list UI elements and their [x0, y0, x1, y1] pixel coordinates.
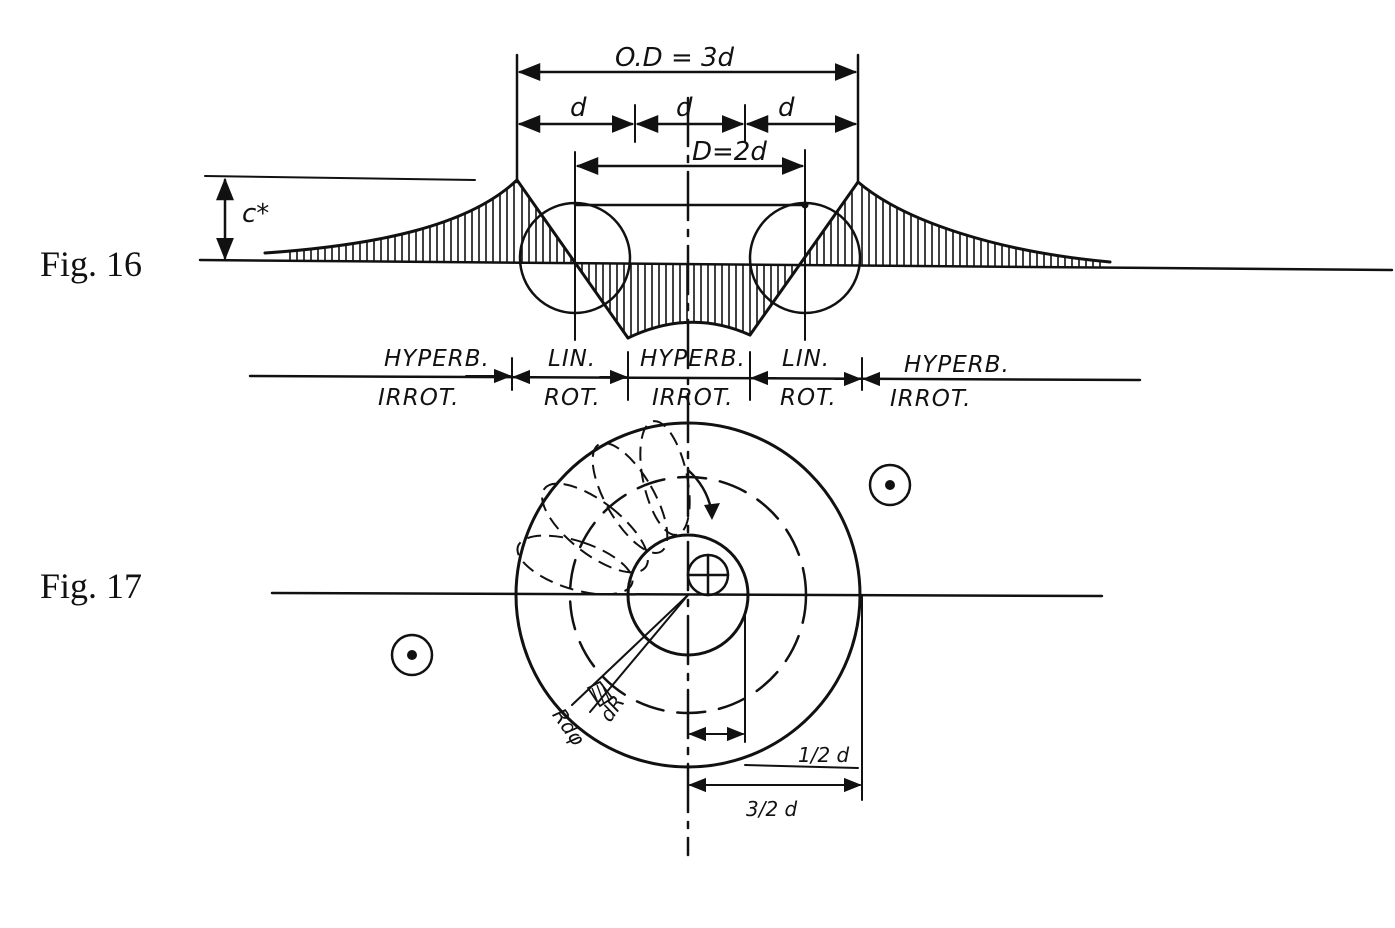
circled-dot-icon-right [868, 463, 912, 507]
outer-ring-circle [514, 421, 862, 769]
d-left-label: d [570, 93, 587, 123]
core-circle [626, 533, 750, 657]
zone-3-top: HYPERB. [640, 346, 746, 372]
zone-1-top: HYPERB. [384, 346, 490, 372]
circled-dot-icon-left [390, 633, 434, 677]
fig17-label: Fig. 17 [40, 566, 142, 606]
circled-dot-right-center [885, 480, 895, 490]
fig17-horizontal-axis [270, 591, 1104, 598]
fig16-base-axis [198, 258, 1394, 272]
zone-1-bottom: IRROT. [378, 385, 459, 411]
zone-4-bottom: ROT. [780, 385, 837, 411]
right-linear-segment [748, 180, 860, 337]
zone-labels: HYPERB. IRROT. LIN. ROT. HYPERB. IRROT. … [378, 346, 1010, 412]
left-linear-segment [515, 178, 630, 340]
fig16-label: Fig. 16 [40, 244, 142, 284]
flow-arrow-head [704, 503, 720, 520]
half-d-label: 1/2 d [798, 743, 850, 767]
d-center-label: d [676, 93, 693, 123]
c-star-reference-line [204, 175, 476, 181]
zone-4-top: LIN. [782, 346, 830, 372]
vortex-loop-3 [541, 482, 649, 574]
zone-2-bottom: ROT. [544, 385, 601, 411]
area-element [586, 680, 614, 708]
r-dphi-label: Rdφ [548, 704, 590, 750]
zone-baseline [248, 374, 1142, 382]
right-hyperbolic-curve [856, 180, 1112, 264]
c-star-label: c* [242, 199, 269, 229]
vortex-loop-4 [516, 534, 634, 596]
ring-center-dot [801, 201, 809, 209]
od-label: O.D = 3d [615, 43, 735, 73]
three-half-d-label: 3/2 d [746, 797, 798, 821]
area-element-hatching [591, 683, 610, 705]
core-diameter-label: D=2d [692, 137, 767, 167]
ring-section-left [518, 201, 632, 315]
dr-label: dR [594, 691, 629, 727]
zone-2-top: LIN. [548, 346, 596, 372]
vortex-loops [516, 420, 691, 596]
inner-hyperbolic-curve [626, 320, 752, 340]
half-d-leader [744, 764, 859, 769]
circled-dot-left-center [407, 650, 417, 660]
zone-5-top: HYPERB. [904, 352, 1010, 378]
vortex-loop-2 [591, 441, 669, 555]
left-hyperbolic-curve [263, 178, 519, 255]
vortex-loop-1 [639, 420, 691, 536]
zone-3-bottom: IRROT. [652, 385, 733, 411]
fig17-group: Fig. 17 [40, 420, 1104, 821]
d-right-label: d [778, 93, 795, 123]
zone-5-bottom: IRROT. [890, 386, 971, 412]
